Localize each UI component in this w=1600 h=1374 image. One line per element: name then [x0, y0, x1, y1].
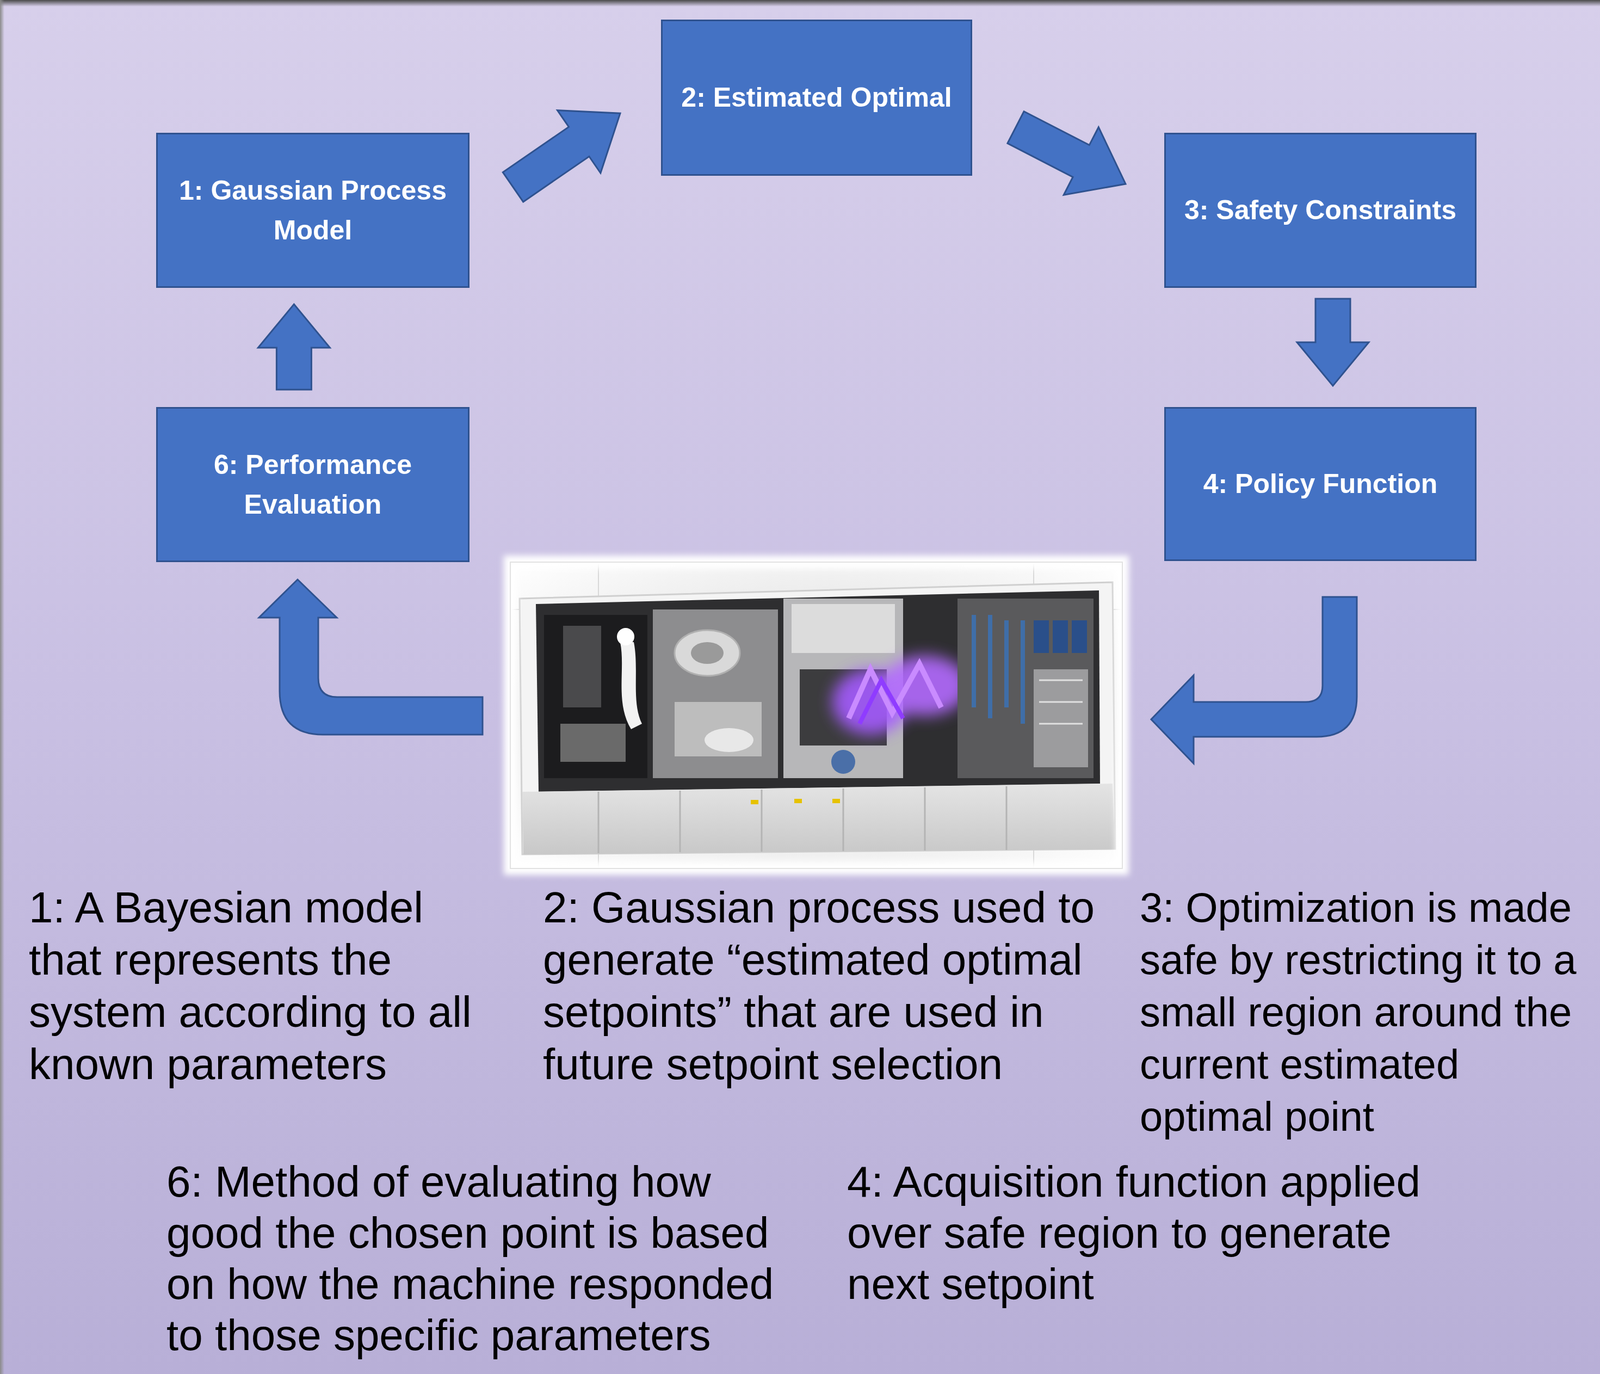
- block-arrow: [502, 110, 621, 202]
- top-rule: [0, 0, 1600, 7]
- box-label: 4: Policy Function: [1203, 464, 1438, 504]
- process-box: 6: Performance Evaluation: [156, 406, 470, 562]
- step-description: 4: Acquisition function applied over saf…: [847, 1156, 1473, 1310]
- step-description: 2: Gaussian process used to generate “es…: [542, 881, 1109, 1091]
- process-box: 4: Policy Function: [1164, 406, 1477, 561]
- step-description: 3: Optimization is made safe by restrict…: [1139, 881, 1596, 1143]
- block-arrow: [1296, 298, 1369, 386]
- step-description: 6: Method of evaluating how good the cho…: [166, 1156, 793, 1361]
- block-arrow: [257, 304, 330, 390]
- step-description: 1: A Bayesian model that represents the …: [28, 881, 481, 1091]
- left-rule: [0, 0, 5, 1374]
- box-label: 2: Estimated Optimal: [681, 77, 952, 118]
- process-box: 2: Estimated Optimal: [660, 19, 973, 176]
- process-box: 1: Gaussian Process Model: [156, 132, 470, 288]
- box-label: 6: Performance Evaluation: [170, 445, 455, 525]
- machine-picture: [510, 561, 1123, 869]
- block-arrow: [1151, 596, 1357, 764]
- block-arrow: [1007, 111, 1126, 196]
- box-label: 3: Safety Constraints: [1184, 190, 1457, 231]
- block-arrow: [258, 579, 483, 735]
- process-box: 3: Safety Constraints: [1164, 132, 1477, 288]
- box-label: 1: Gaussian Process Model: [170, 170, 455, 251]
